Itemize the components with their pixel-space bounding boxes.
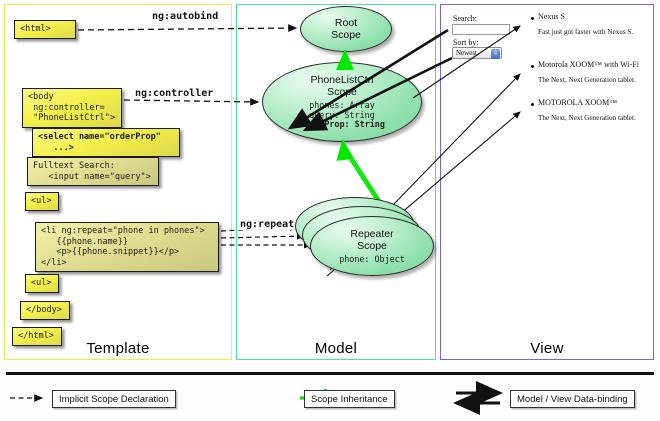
code-fulltext-search: Fulltext Search: <input name="query">	[27, 157, 159, 186]
legend-implicit-scope-declaration: Implicit Scope Declaration	[52, 390, 176, 408]
legend-scope-inheritance: Scope Inheritance	[304, 390, 395, 408]
ng-autobind-label: ng:autobind	[150, 11, 221, 22]
repeater-scope-props: phone: Object	[339, 253, 405, 264]
root-scope-title-2: Scope	[331, 29, 361, 41]
code-body-controller: <body ng:controller= "PhoneListCtrl">	[22, 88, 122, 128]
code-body-close: </body>	[20, 301, 70, 320]
phone-name: Motorola XOOM™ with Wi-Fi	[538, 60, 639, 69]
ng-repeat-label: ng:repeat	[238, 219, 297, 230]
phone-snippet: Fast just got faster with Nexus S.	[538, 28, 634, 36]
search-input[interactable]	[452, 24, 510, 35]
search-label: Search:	[453, 14, 477, 23]
legend-model-view-data-binding: Model / View Data-binding	[510, 390, 635, 408]
code-ul-open: <ul>	[25, 192, 59, 211]
chevron-updown-icon[interactable]: ⇳	[491, 49, 500, 59]
list-bullet	[531, 103, 534, 106]
sort-by-selected-value: Newest	[456, 49, 477, 57]
root-scope-ellipse: Root Scope	[300, 6, 392, 52]
phone-name: Nexus S	[538, 12, 565, 21]
repeater-scope-title-1: Repeater	[350, 227, 394, 240]
list-bullet	[531, 65, 534, 68]
phone-name: MOTOROLA XOOM™	[538, 98, 618, 107]
phonelistctrl-scope-title-1: PhoneListCtrl	[310, 74, 374, 87]
code-html-close: </html>	[12, 327, 62, 346]
prop-orderprop: orderProp: String	[299, 119, 385, 130]
phonelistctrl-scope-props: phones: Array query: String orderProp: S…	[299, 101, 385, 130]
phone-snippet: The Next, Next Generation tablet.	[538, 114, 636, 122]
panel-model	[236, 4, 436, 360]
phonelistctrl-scope-title-2: Scope	[327, 86, 357, 99]
code-li-ngrepeat: <li ng:repeat="phone in phones"> {{phone…	[35, 222, 219, 272]
code-select-orderprop: <select name="orderProp" ...>	[32, 128, 180, 157]
phone-snippet: The Next, Next Generation tablet.	[538, 76, 636, 84]
repeater-scope-title-2: Scope	[357, 239, 387, 252]
sort-by-select[interactable]: Newest ⇳	[452, 47, 502, 59]
panel-label-template: Template	[86, 340, 150, 357]
ng-controller-label: ng:controller	[133, 88, 216, 99]
legend-divider	[6, 372, 654, 375]
root-scope-title-1: Root	[334, 17, 358, 29]
code-html-open: <html>	[14, 20, 76, 39]
panel-label-view: View	[530, 340, 564, 357]
panel-label-model: Model	[314, 340, 358, 357]
list-bullet	[531, 17, 534, 20]
phonelistctrl-scope-ellipse: PhoneListCtrl Scope phones: Array query:…	[262, 62, 422, 142]
code-ul-close: <ul>	[25, 274, 59, 293]
repeater-scope-ellipse: Repeater Scope phone: Object	[310, 216, 434, 276]
sort-by-label: Sort by:	[453, 38, 479, 47]
